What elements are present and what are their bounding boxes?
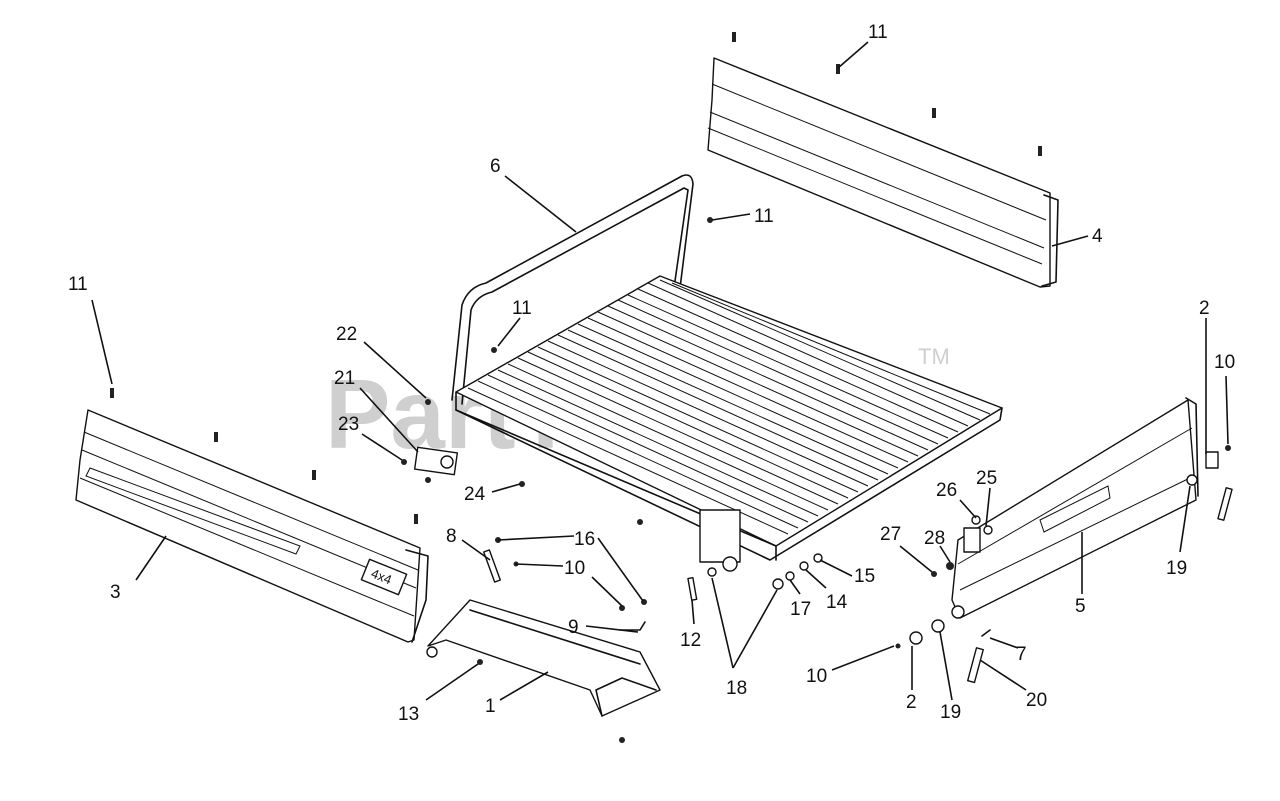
callout-12: 12	[680, 630, 701, 651]
callout-10: 10	[806, 666, 827, 687]
callout-8: 8	[446, 526, 457, 547]
callout-25: 25	[976, 468, 997, 489]
callout-24: 24	[464, 484, 486, 505]
leader-lines	[91, 41, 1229, 701]
callout-26: 26	[936, 480, 957, 501]
callout-7: 7	[1016, 644, 1027, 665]
callout-15: 15	[854, 566, 875, 587]
hardware	[110, 32, 1233, 743]
callout-22: 22	[336, 324, 357, 345]
callout-11: 11	[512, 298, 532, 319]
callout-10: 10	[564, 558, 585, 579]
part-5-right-side-panel	[951, 397, 1199, 619]
callout-2: 2	[1199, 298, 1210, 319]
part-1-bracket	[426, 599, 661, 717]
callout-19: 19	[940, 702, 961, 723]
part-6-rail-frame	[451, 174, 694, 405]
callout-27: 27	[880, 524, 901, 545]
callout-14: 14	[826, 592, 848, 613]
callout-20: 20	[1026, 690, 1047, 711]
decal-4x4: 4x4	[369, 566, 394, 588]
part-3-left-side-panel: 4x4	[75, 409, 429, 643]
callout-23: 23	[338, 414, 359, 435]
part-21-hinge-bracket	[413, 446, 459, 476]
part-4-front-panel	[707, 57, 1059, 288]
callout-21: 21	[334, 368, 355, 389]
callout-5: 5	[1075, 596, 1086, 617]
callout-11: 11	[754, 206, 774, 227]
callout-11: 11	[68, 274, 88, 295]
callout-4: 4	[1092, 226, 1103, 247]
callout-16: 16	[574, 529, 595, 550]
callout-10: 10	[1214, 352, 1235, 373]
callout-13: 13	[398, 704, 419, 725]
callouts: 11 11 4 6 11 11 22 21 23 24 3 8 16 10 9 …	[68, 22, 1235, 725]
callout-17: 17	[790, 599, 811, 620]
callout-3: 3	[110, 582, 121, 603]
callout-9: 9	[568, 617, 579, 638]
callout-18: 18	[726, 678, 747, 699]
callout-11: 11	[868, 22, 888, 43]
callout-6: 6	[490, 156, 501, 177]
callout-19: 19	[1166, 558, 1187, 579]
callout-1: 1	[485, 696, 496, 717]
watermark-trademark: TM	[918, 344, 950, 369]
cargo-bed	[455, 275, 1003, 572]
callout-28: 28	[924, 528, 945, 549]
callout-2: 2	[906, 692, 917, 713]
